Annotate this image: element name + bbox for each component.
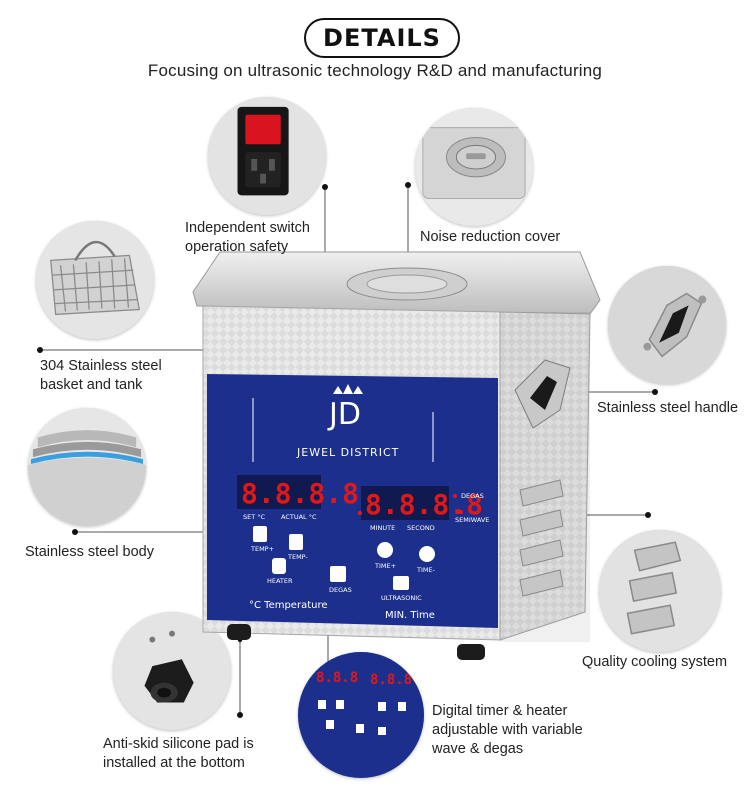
page-title: DETAILS [304, 18, 460, 58]
basket-callout [36, 221, 154, 339]
svg-text:8.8.8: 8.8.8 [316, 670, 358, 686]
lid-cover-icon [415, 108, 533, 226]
svg-text:ULTRASONIC: ULTRASONIC [381, 594, 422, 602]
heater-button [272, 558, 286, 574]
panel-callout: 8.8.8 8.8.8 [298, 652, 424, 778]
temp-up-button [253, 526, 267, 542]
page-subtitle: Focusing on ultrasonic technology R&D an… [147, 61, 603, 80]
panel-zoom-icon: 8.8.8 8.8.8 [298, 652, 424, 778]
minute-label: MINUTE [370, 524, 395, 532]
time-down-button [419, 546, 435, 562]
degas-indicator-label: DEGAS [461, 492, 484, 500]
cooling-callout [599, 530, 721, 652]
vent-icon [599, 530, 721, 652]
brand-name: JEWEL DISTRICT [296, 446, 399, 459]
time-up-button [377, 542, 393, 558]
body-callout [28, 408, 146, 526]
svg-text:TIME-: TIME- [416, 566, 436, 574]
svg-text:HEATER: HEATER [267, 577, 293, 585]
handle-callout [608, 266, 726, 384]
label-cooling: Quality cooling system [582, 654, 728, 670]
ultrasonic-cleaner: JD JEWEL DISTRICT 8.8.8.8 8.8.8.8 SET °C… [192, 251, 601, 660]
degas-button [330, 566, 346, 582]
svg-text:8.8.8: 8.8.8 [370, 672, 412, 688]
svg-text:TEMP-: TEMP- [287, 553, 308, 561]
timer-display: 8.8.8.8 [365, 488, 483, 521]
time-caption: MIN. Time [385, 610, 435, 621]
crown-icon [333, 384, 363, 394]
temperature-caption: °C Temperature [249, 600, 328, 611]
temp-down-button [289, 534, 303, 550]
label-body: Stainless steel body [25, 544, 154, 560]
svg-text:DEGAS: DEGAS [329, 586, 352, 594]
switch-callout [208, 97, 326, 215]
actual-temp-label: ACTUAL °C [281, 513, 317, 521]
temp-display: 8.8.8.8 [241, 477, 359, 510]
brand-mark: JD [327, 397, 361, 432]
handle-icon [608, 266, 726, 384]
second-label: SECOND [407, 524, 435, 532]
set-temp-label: SET °C [243, 513, 266, 521]
label-handle: Stainless steel handle [597, 400, 739, 416]
layers-icon [28, 408, 146, 526]
svg-text:TEMP+: TEMP+ [250, 545, 274, 553]
basket-icon [36, 221, 154, 339]
power-switch-icon [208, 97, 326, 215]
ultrasonic-button [393, 576, 409, 590]
label-cover: Noise reduction cover [420, 229, 561, 245]
semiwave-indicator-label: SEMIWAVE [455, 516, 489, 524]
svg-text:TIME+: TIME+ [374, 562, 396, 570]
cover-callout [415, 108, 533, 226]
